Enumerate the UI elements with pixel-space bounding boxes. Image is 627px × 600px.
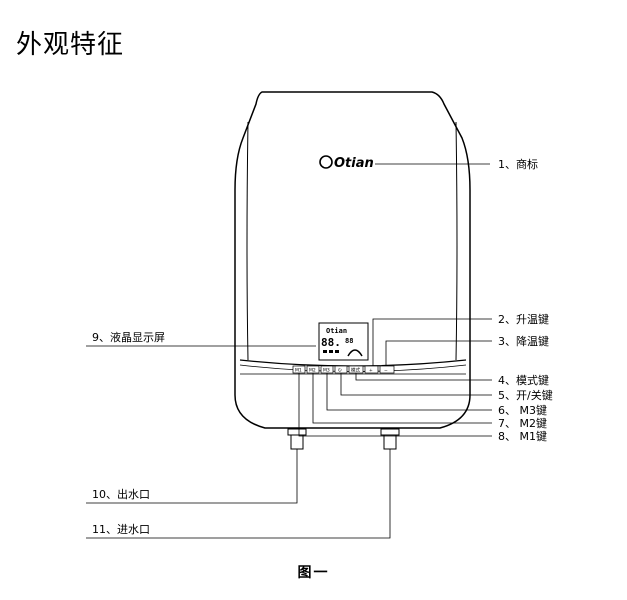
svg-text:+: + <box>369 368 373 374</box>
lcd-display: Otian 88. 88 <box>318 322 369 361</box>
m2-button[interactable]: M2 <box>306 365 320 374</box>
callout-trademark: 1、商标 <box>498 157 538 171</box>
svg-text:−: − <box>384 369 388 374</box>
water-inlet-pipe <box>380 428 400 450</box>
brand-logo-text: Otian <box>334 156 374 171</box>
callout-water-inlet: 11、进水口 <box>92 523 150 536</box>
lcd-brand: Otian <box>326 327 347 335</box>
svg-text:M1: M1 <box>295 368 302 374</box>
power-button[interactable]: ⏻ <box>334 365 348 374</box>
svg-text:模式: 模式 <box>351 367 360 374</box>
svg-text:⏻: ⏻ <box>338 368 342 374</box>
page-title: 外观特征 <box>16 30 125 60</box>
heater-body <box>234 91 471 429</box>
callout-m3-key: 6、 M3键 <box>498 403 547 417</box>
callout-m1-key: 8、 M1键 <box>498 429 547 443</box>
callout-lcd-screen: 9、液晶显示屏 <box>92 330 165 344</box>
lcd-digits-right: 88 <box>345 337 353 345</box>
m3-button[interactable]: M3 <box>320 365 334 374</box>
brand-logo: Otian <box>319 155 374 171</box>
callout-mode-key: 4、模式键 <box>498 373 549 387</box>
control-buttons: M1 M2 M3 ⏻ 模式 + − <box>292 365 395 374</box>
svg-text:M2: M2 <box>309 368 316 374</box>
water-outlet-pipe <box>287 428 307 450</box>
m1-button[interactable]: M1 <box>292 365 306 374</box>
callout-temp-down-key: 3、降温键 <box>498 334 549 348</box>
lcd-digits-left: 88. <box>321 336 341 349</box>
callout-power-key: 5、开/关键 <box>498 388 553 402</box>
mode-button[interactable]: 模式 <box>348 365 364 374</box>
callout-m2-key: 7、 M2键 <box>498 416 547 430</box>
temp-up-button[interactable]: + <box>364 365 379 374</box>
figure-caption: 图一 <box>297 565 330 581</box>
temp-down-button[interactable]: − <box>379 365 395 374</box>
callout-temp-up-key: 2、升温键 <box>498 312 549 326</box>
svg-text:M3: M3 <box>323 368 330 374</box>
leader-lines <box>86 163 492 539</box>
callout-water-outlet: 10、出水口 <box>92 487 150 501</box>
